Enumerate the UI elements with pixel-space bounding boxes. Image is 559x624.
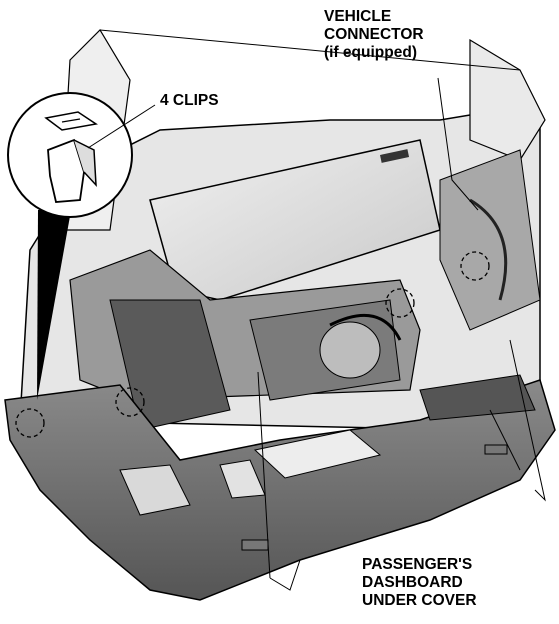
clips-label: 4 CLIPS [160,92,219,109]
mechanism-area [69,149,541,431]
clip-marker [385,288,415,318]
clip-marker [15,408,45,438]
vehicle-connector-label-line-1: VEHICLE [324,8,392,25]
clip-marker [460,251,490,281]
vehicle-connector-label-line-2: CONNECTOR [324,26,424,43]
clip-marker [115,387,145,417]
leader-lines [87,77,546,591]
under-cover-label-line-1: PASSENGER'S [362,556,473,573]
under-cover-label-line-2: DASHBOARD [362,574,463,591]
under-cover-panel [4,374,556,601]
vehicle-connector-label-line-3: (if equipped) [324,44,417,61]
clip-locations [15,251,490,438]
clip-detail-callout [7,92,133,400]
under-cover-label-line-3: UNDER COVER [362,592,477,609]
